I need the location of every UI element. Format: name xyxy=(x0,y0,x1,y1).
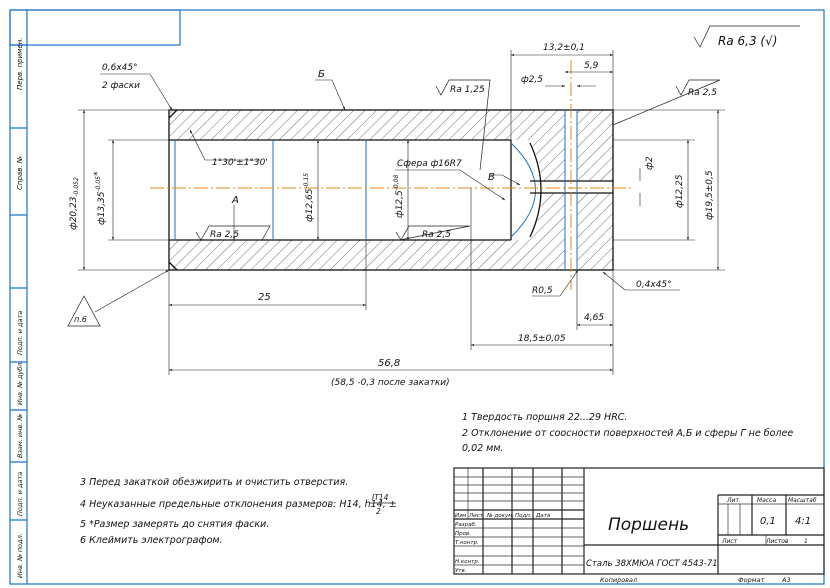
dim-chamfer-right: 0,4x45° xyxy=(636,280,672,290)
piston-body xyxy=(150,60,632,290)
dim-chamfer-count: 2 фаски xyxy=(102,81,140,91)
note-1: 1 Твердость поршня 22...29 HRC. xyxy=(462,412,627,423)
dim-d125: ф12,5-0,08 xyxy=(393,175,405,218)
dim-d2: ф2 xyxy=(645,156,655,170)
ra-25-left: Ra 2,5 xyxy=(210,230,239,240)
ra-25-right: Ra 2,5 xyxy=(688,88,717,98)
dim-d1335: ф13,35-0,05* xyxy=(93,171,107,225)
dim-len-25: 25 xyxy=(258,292,271,303)
tb-row-tkontr: Т.контр. xyxy=(455,540,479,546)
label-v: В xyxy=(488,172,495,183)
note-4-fraction-top: IT14 xyxy=(372,493,389,502)
note-3: 3 Перед закаткой обезжирить и очистить о… xyxy=(80,477,348,488)
tb-col-izm: Изм xyxy=(455,513,466,519)
note-4: 4 Неуказанные предельные отклонения разм… xyxy=(80,499,397,510)
tb-scale-value: 4:1 xyxy=(795,516,811,527)
label-a: А xyxy=(231,195,239,206)
ra-125: Ra 1,25 xyxy=(450,85,485,95)
tb-row-prov: Пров. xyxy=(455,531,471,537)
dim-d2023: ф20,23-0,052 xyxy=(69,177,80,230)
dim-d1225: ф12,25 xyxy=(675,174,685,208)
tb-row-utv: Утв. xyxy=(455,568,467,574)
top-left-stamp xyxy=(9,9,181,46)
stamp-sprav-no: Справ. № xyxy=(16,156,24,190)
note-4-fraction-bottom: 2 xyxy=(376,507,381,516)
dim-angle: 1°30'±1°30' xyxy=(212,158,268,168)
stamp-podp-data-2: Подп. и дата xyxy=(16,472,24,516)
note-2: 2 Отклонение от соосности поверхностей А… xyxy=(462,428,793,439)
tb-row-nkontr: Н.контр. xyxy=(455,559,480,565)
general-roughness: Ra 6,3 (√) xyxy=(693,25,800,48)
tb-sheet-label: Лист xyxy=(721,538,738,545)
dim-sphere: Сфера ф16R7 xyxy=(397,159,462,169)
stamp-inv-podl: Инв. № подл. xyxy=(16,533,24,578)
dim-r05: R0,5 xyxy=(532,286,553,296)
tb-col-data: Дата xyxy=(535,513,551,519)
roughness-general-text: Ra 6,3 (√) xyxy=(718,34,777,48)
tb-row-razrab: Разраб. xyxy=(455,522,477,528)
tb-col-podp: Подп. xyxy=(515,513,532,519)
dim-len-132: 13,2±0,1 xyxy=(543,43,585,53)
dim-len-585-note: (58,5 -0,3 после закатки) xyxy=(331,378,450,388)
inner-frame xyxy=(9,9,825,585)
dim-chamfer-top: 0,6x45° xyxy=(102,63,138,73)
note-6: 6 Клеймить электрографом. xyxy=(80,535,223,546)
notes-right: 1 Твердость поршня 22...29 HRC. 2 Отклон… xyxy=(462,412,793,454)
tb-format-label: Формат xyxy=(738,576,765,584)
tb-col-list: Лист xyxy=(468,513,484,519)
tb-format-value: А3 xyxy=(781,576,791,584)
stamp-vzam-inv: Взам. инв. № xyxy=(16,414,24,458)
weld-ref: п.6 xyxy=(74,315,87,324)
dimension-texts: 0,6x45° 2 фаски Б А В Ra 1,25 Ra 2,5 Ra … xyxy=(69,43,717,388)
note-2-cont: 0,02 мм. xyxy=(462,443,504,454)
dim-len-185: 18,5±0,05 xyxy=(518,334,566,344)
dim-len-465: 4,65 xyxy=(584,313,604,323)
tb-col-doc: № докум. xyxy=(486,513,514,519)
tb-mass-label: Масса xyxy=(757,497,776,504)
tb-sheets-value: 1 xyxy=(804,538,808,545)
tb-sheets-label: Листов xyxy=(765,538,789,545)
notes-left: 3 Перед закаткой обезжирить и очистить о… xyxy=(80,477,397,546)
dim-d25-hole: ф2,5 xyxy=(521,75,543,85)
tb-copied: Копировал xyxy=(600,576,637,584)
stamp-inv-dubl: Инв. № дубл. xyxy=(16,361,24,405)
part-name: Поршень xyxy=(608,515,689,535)
dimension-lines xyxy=(67,50,725,375)
title-block: Поршень Сталь 38ХМЮА ГОСТ 4543-71 Изм Ли… xyxy=(453,467,825,584)
stamp-perv-primen: Перв. примен. xyxy=(16,37,24,90)
left-stamp-column: Перв. примен. Справ. № Подп. и дата Инв.… xyxy=(10,10,28,584)
stamp-podp-data-1: Подп. и дата xyxy=(16,311,24,355)
tb-lit-label: Лит. xyxy=(726,497,741,504)
dim-d1265: ф12,65-0,15 xyxy=(303,173,315,222)
dim-len-59: 5,9 xyxy=(584,61,599,71)
label-b: Б xyxy=(318,69,325,80)
tb-mass-value: 0,1 xyxy=(760,516,776,527)
material: Сталь 38ХМЮА ГОСТ 4543-71 xyxy=(586,559,718,569)
dim-len-568: 56,8 xyxy=(378,358,400,369)
dim-d195: ф19,5±0,5 xyxy=(705,170,715,220)
tb-scale-label: Масштаб xyxy=(788,497,817,504)
note-5: 5 *Размер замерять до снятия фаски. xyxy=(80,519,269,530)
ra-25-mid: Ra 2,5 xyxy=(422,230,451,240)
